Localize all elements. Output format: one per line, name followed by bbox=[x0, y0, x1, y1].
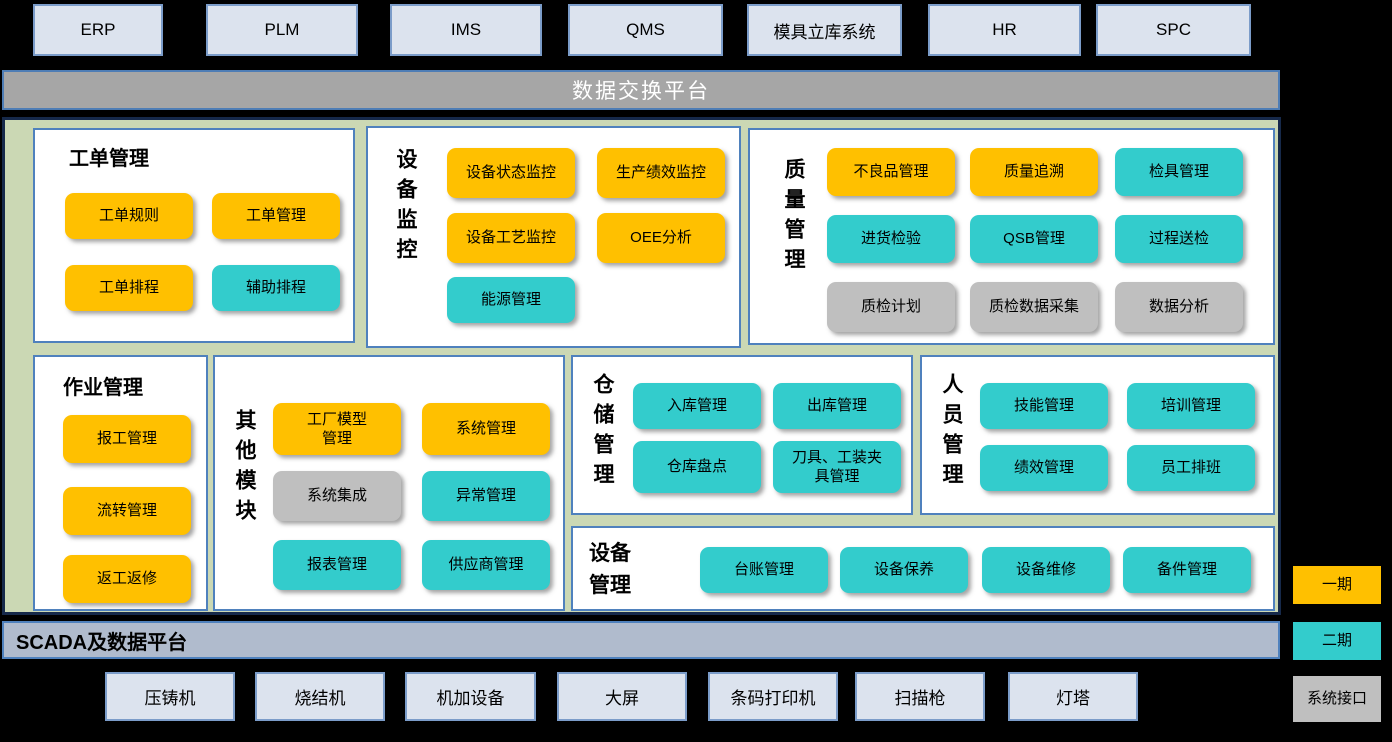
legend-phase2: 二期 bbox=[1293, 622, 1381, 660]
device-box-machining-equipment: 机加设备 bbox=[405, 672, 536, 721]
module-box: 流转管理 bbox=[63, 487, 191, 535]
module-box: QSB管理 bbox=[970, 215, 1098, 263]
module-box: 质检数据采集 bbox=[970, 282, 1098, 332]
data-exchange-platform-bar: 数据交换平台 bbox=[2, 70, 1280, 110]
system-box-plm: PLM bbox=[206, 4, 358, 56]
module-box: 培训管理 bbox=[1127, 383, 1255, 429]
system-label: HR bbox=[992, 20, 1017, 39]
system-box-qms: QMS bbox=[568, 4, 723, 56]
panel-other-modules: 其他模块 工厂模型管理 系统管理 系统集成 异常管理 报表管理 供应商管理 bbox=[213, 355, 565, 611]
system-box-spc: SPC bbox=[1096, 4, 1251, 56]
data-exchange-platform-label: 数据交换平台 bbox=[572, 80, 710, 103]
module-box: 报表管理 bbox=[273, 540, 401, 590]
module-box: 辅助排程 bbox=[212, 265, 340, 311]
device-box-signal-tower: 灯塔 bbox=[1008, 672, 1138, 721]
system-box-ims: IMS bbox=[390, 4, 542, 56]
module-box: 返工返修 bbox=[63, 555, 191, 603]
module-box: 不良品管理 bbox=[827, 148, 955, 196]
module-box: 检具管理 bbox=[1115, 148, 1243, 196]
module-box: 进货检验 bbox=[827, 215, 955, 263]
module-box: 设备工艺监控 bbox=[447, 213, 575, 263]
module-box: 异常管理 bbox=[422, 471, 550, 521]
panel-operation-management: 作业管理 报工管理 流转管理 返工返修 bbox=[33, 355, 208, 611]
module-box: 供应商管理 bbox=[422, 540, 550, 590]
module-box: 技能管理 bbox=[980, 383, 1108, 429]
device-box-large-screen: 大屏 bbox=[557, 672, 687, 721]
device-label: 大屏 bbox=[605, 689, 639, 708]
system-label: IMS bbox=[450, 20, 482, 39]
module-box: 生产绩效监控 bbox=[597, 148, 725, 198]
panel-title: 设备管理 bbox=[589, 542, 631, 597]
module-box: 工单管理 bbox=[212, 193, 340, 239]
device-label: 灯塔 bbox=[1056, 689, 1090, 708]
module-box: 备件管理 bbox=[1123, 547, 1251, 593]
module-box: 工单排程 bbox=[65, 265, 193, 311]
device-box-sintering-machine: 烧结机 bbox=[255, 672, 385, 721]
module-box: 设备保养 bbox=[840, 547, 968, 593]
module-box: 工厂模型管理 bbox=[273, 403, 401, 455]
module-box: 员工排班 bbox=[1127, 445, 1255, 491]
panel-work-order: 工单管理 工单规则 工单管理 工单排程 辅助排程 bbox=[33, 128, 355, 343]
panel-title: 作业管理 bbox=[63, 377, 143, 399]
device-box-die-casting-machine: 压铸机 bbox=[105, 672, 235, 721]
device-box-barcode-printer: 条码打印机 bbox=[708, 672, 838, 721]
panel-title: 设备监控 bbox=[394, 148, 417, 268]
system-label: QMS bbox=[626, 20, 665, 39]
module-box: 工单规则 bbox=[65, 193, 193, 239]
system-box-hr: HR bbox=[928, 4, 1081, 56]
module-box: 能源管理 bbox=[447, 277, 575, 323]
device-label: 机加设备 bbox=[436, 689, 505, 708]
scada-platform-bar: SCADA及数据平台 bbox=[2, 621, 1280, 659]
panel-warehouse-management: 仓储管理 入库管理 出库管理 仓库盘点 刀具、工装夹具管理 bbox=[571, 355, 913, 515]
module-box: 入库管理 bbox=[633, 383, 761, 429]
panel-title: 人员管理 bbox=[940, 373, 963, 493]
module-box: 台账管理 bbox=[700, 547, 828, 593]
module-box: 数据分析 bbox=[1115, 282, 1243, 332]
device-label: 条码打印机 bbox=[730, 689, 816, 708]
system-box-mold-warehouse: 模具立库系统 bbox=[747, 4, 902, 56]
module-box: 质检计划 bbox=[827, 282, 955, 332]
panel-quality-management: 质量管理 不良品管理 质量追溯 检具管理 进货检验 QSB管理 过程送检 质检计… bbox=[748, 128, 1275, 345]
panel-equipment-management: 设备管理 台账管理 设备保养 设备维修 备件管理 bbox=[571, 526, 1275, 611]
module-box: 报工管理 bbox=[63, 415, 191, 463]
panel-personnel-management: 人员管理 技能管理 培训管理 绩效管理 员工排班 bbox=[920, 355, 1275, 515]
device-label: 扫描枪 bbox=[894, 689, 946, 708]
panel-title: 仓储管理 bbox=[591, 373, 614, 493]
module-box: 设备维修 bbox=[982, 547, 1110, 593]
module-box: 过程送检 bbox=[1115, 215, 1243, 263]
legend-system-interface: 系统接口 bbox=[1293, 676, 1381, 722]
module-box: 绩效管理 bbox=[980, 445, 1108, 491]
panel-title: 工单管理 bbox=[69, 148, 149, 170]
device-label: 压铸机 bbox=[144, 689, 196, 708]
system-label: SPC bbox=[1156, 20, 1191, 39]
module-box: 出库管理 bbox=[773, 383, 901, 429]
system-box-erp: ERP bbox=[33, 4, 163, 56]
module-box: 质量追溯 bbox=[970, 148, 1098, 196]
panel-title: 其他模块 bbox=[233, 409, 256, 529]
legend-phase1: 一期 bbox=[1293, 566, 1381, 604]
panel-equipment-monitoring: 设备监控 设备状态监控 生产绩效监控 设备工艺监控 OEE分析 能源管理 bbox=[366, 126, 741, 348]
system-label: ERP bbox=[80, 20, 116, 39]
panel-title: 质量管理 bbox=[782, 158, 805, 278]
device-label: 烧结机 bbox=[294, 689, 346, 708]
system-label: 模具立库系统 bbox=[773, 22, 876, 42]
module-box: 设备状态监控 bbox=[447, 148, 575, 198]
scada-platform-label: SCADA及数据平台 bbox=[16, 631, 188, 654]
system-label: PLM bbox=[264, 20, 300, 39]
module-box: 系统管理 bbox=[422, 403, 550, 455]
mes-main-area: 工单管理 工单规则 工单管理 工单排程 辅助排程 设备监控 设备状态监控 生产绩… bbox=[2, 117, 1281, 615]
module-box: 刀具、工装夹具管理 bbox=[773, 441, 901, 493]
module-box: 系统集成 bbox=[273, 471, 401, 521]
module-box: 仓库盘点 bbox=[633, 441, 761, 493]
module-box: OEE分析 bbox=[597, 213, 725, 263]
device-box-barcode-scanner: 扫描枪 bbox=[855, 672, 985, 721]
